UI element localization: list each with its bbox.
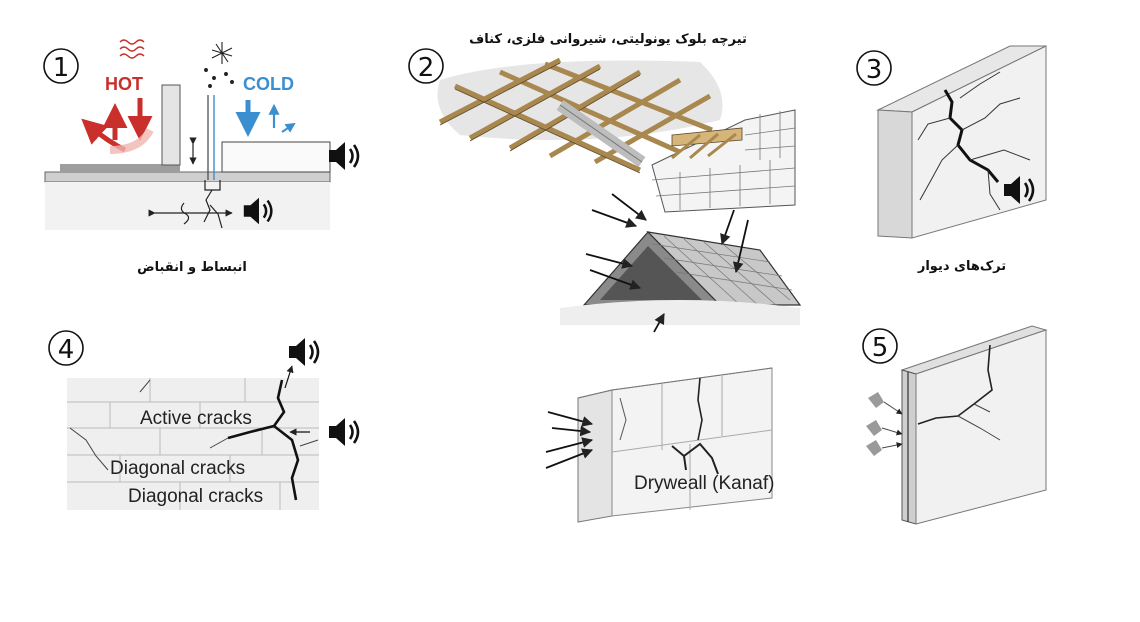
- block-wall: [651, 109, 796, 213]
- panel-number-badge: [408, 48, 444, 84]
- panel-number-badge: [43, 48, 79, 84]
- floor-slab: [44, 171, 331, 183]
- panel-number-badge: [48, 330, 84, 366]
- label-diagonal-cracks-2: Diagonal cracks: [128, 486, 263, 507]
- joint-seal: [204, 180, 221, 191]
- panel-number: 5: [872, 333, 889, 363]
- drywall-seams: [611, 376, 773, 510]
- drywall-crack-vertical: [697, 377, 703, 441]
- cold-label: COLD: [243, 74, 294, 94]
- speaker-icon: [287, 336, 320, 368]
- main-crack: [943, 89, 1000, 183]
- masonry-joints: [67, 378, 319, 510]
- pointer-arrow: [284, 365, 294, 389]
- panel-3-wall-cracks: 3 ترک‌های دیوار: [856, 45, 1047, 274]
- frost-icon: [204, 42, 234, 88]
- panel-4-cracks: 4 Active cracks Diagonal cracks Diagonal…: [48, 330, 360, 510]
- ground-gravel: [560, 300, 800, 325]
- vibration-icon: [866, 392, 903, 456]
- vibration-icon: [180, 202, 190, 225]
- panel-1-expansion: 1 HOT: [43, 39, 360, 275]
- ceiling-slab: [437, 60, 723, 140]
- force-arrows: [585, 193, 749, 333]
- active-crack: [227, 379, 300, 501]
- slab-right: [221, 141, 331, 173]
- panel-number-badge: [862, 328, 898, 364]
- metal-gable-roof: [560, 231, 802, 325]
- wall-side: [877, 109, 913, 239]
- hairline-cracks: [917, 71, 1031, 211]
- heat-wave-icon: [119, 39, 145, 59]
- panel-number: 1: [53, 53, 70, 83]
- panel-2-caption: تیرچه بلوک یونولیتی، شیروانی فلزی، کناف: [469, 32, 747, 47]
- force-arrows: [545, 411, 594, 469]
- speaker-icon: [327, 140, 360, 172]
- label-drywall: Dryweall (Kanaf): [634, 473, 774, 494]
- panel-drywall: Dryweall (Kanaf): [545, 367, 774, 523]
- hot-label: HOT: [105, 74, 143, 94]
- panel-2-roof: 2 تیرچه بلوک یونولیتی، شیروانی فلزی، کنا…: [408, 32, 802, 333]
- hairline-cracks: [957, 403, 1001, 441]
- panel-number: 2: [418, 53, 435, 83]
- heat-flow: [109, 127, 154, 154]
- wall-side: [901, 369, 917, 525]
- label-active-cracks: Active cracks: [140, 408, 252, 429]
- label-diagonal-cracks: Diagonal cracks: [110, 458, 245, 479]
- panel-3-caption: ترک‌های دیوار: [917, 259, 1006, 274]
- wall-left: [161, 84, 181, 166]
- truss-beam-edge: [559, 104, 643, 163]
- panel-5-layered-wall: 5: [862, 325, 1048, 525]
- drywall-edge: [577, 389, 613, 523]
- speaker-icon: [327, 416, 360, 448]
- panel-number: 4: [58, 335, 75, 365]
- panel-number: 3: [866, 55, 883, 85]
- panel-1-caption: انبساط و انقباض: [137, 260, 247, 275]
- drywall-crack: [671, 442, 719, 475]
- cold-arrow-diag: [281, 122, 296, 133]
- wall-face: [915, 329, 1047, 525]
- diagonal-cracks: [69, 379, 319, 471]
- floor-finish: [60, 164, 180, 173]
- panel-number-badge: [856, 50, 892, 86]
- masonry-wall: [67, 378, 319, 510]
- ground: [45, 182, 330, 230]
